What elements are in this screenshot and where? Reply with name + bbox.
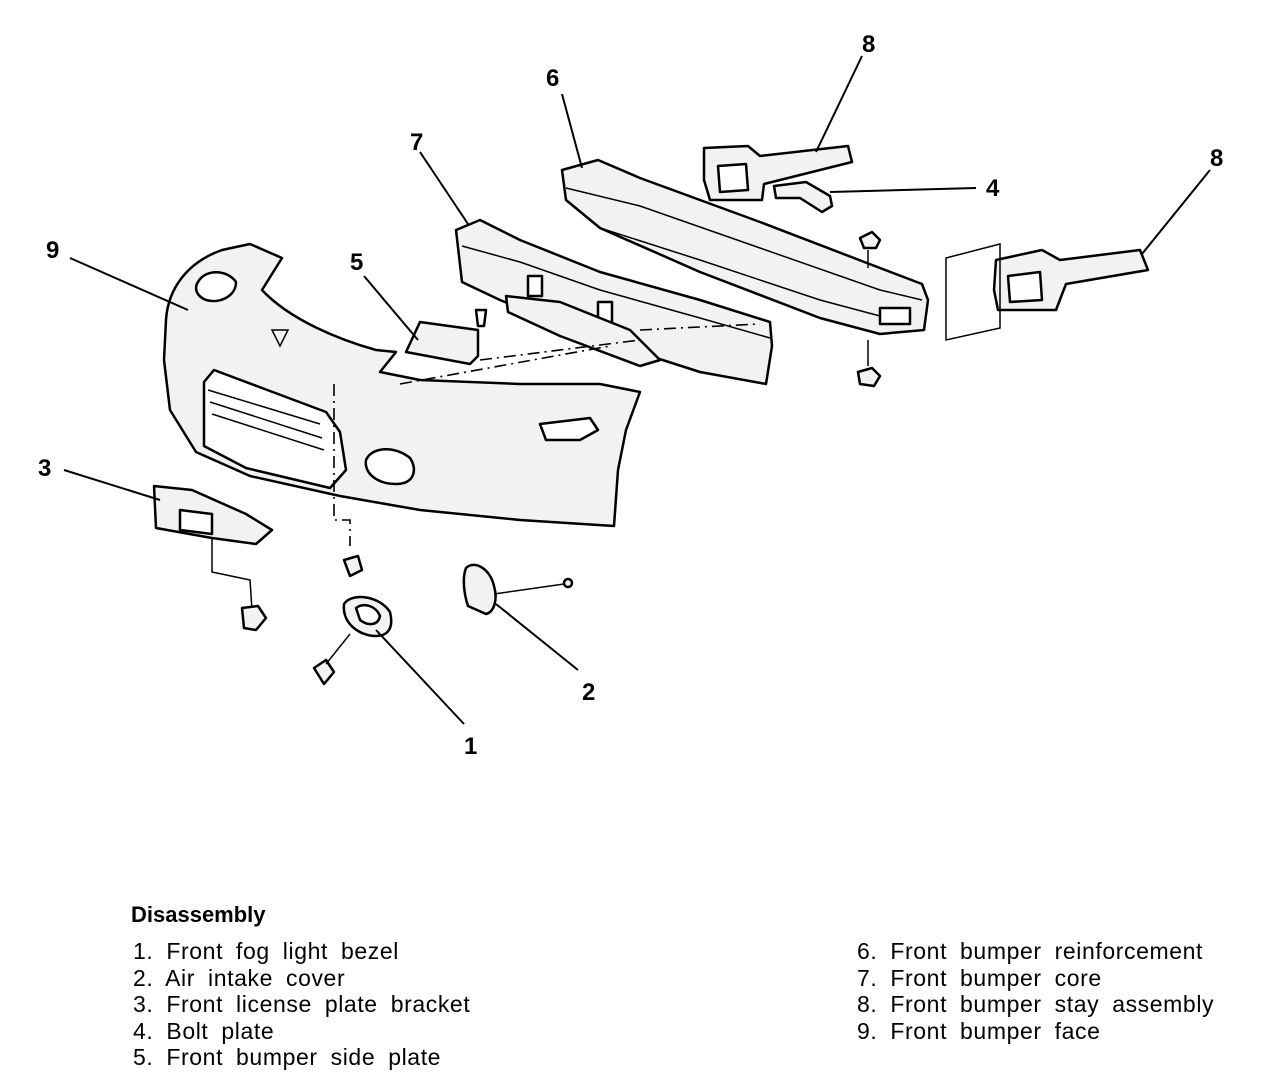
callout-8-top: 8 [862, 31, 875, 58]
bumper-core [454, 218, 774, 386]
legend-right-column: 6. Front bumper reinforcement 7. Front b… [857, 938, 1214, 1044]
legend-item: 6. Front bumper reinforcement [857, 938, 1204, 964]
legend-item: 7. Front bumper core [857, 964, 1102, 991]
callouts: 1 2 3 4 5 6 7 8 8 9 [38, 31, 1223, 760]
legend-item: 4. Bolt plate [133, 1017, 275, 1044]
leader-lines [63, 55, 1211, 725]
legend-title: Disassembly [131, 902, 266, 927]
legend-item: 9. Front bumper face [857, 1017, 1101, 1044]
callout-3: 3 [38, 455, 51, 482]
legend-left-column: 1. Front fog light bezel 2. Air intake c… [133, 938, 470, 1071]
legend-item: 2. Air intake cover [133, 964, 346, 991]
exploded-bumper-diagram: 1 2 3 4 5 6 7 8 8 9 [38, 31, 1223, 760]
bumper-stay-assembly-lower [945, 243, 1150, 341]
bumper-reinforcement [560, 158, 930, 336]
callout-4: 4 [986, 175, 1000, 202]
air-intake-cover [462, 563, 574, 616]
callout-2: 2 [582, 679, 595, 706]
callout-5: 5 [350, 249, 363, 276]
bumper-stay-assembly-upper [702, 144, 854, 202]
legend-item: 8. Front bumper stay assembly [857, 991, 1215, 1017]
callout-1: 1 [464, 733, 477, 760]
fog-light-bezel [312, 595, 393, 686]
callout-8-right: 8 [1210, 145, 1223, 172]
license-plate-bracket [152, 484, 274, 632]
bumper-face [162, 242, 642, 528]
bumper-side-plate [404, 308, 488, 366]
callout-9: 9 [46, 237, 59, 264]
legend-item: 3. Front license plate bracket [133, 991, 471, 1017]
assembly-lines [333, 323, 761, 546]
bolt-plate [772, 180, 834, 214]
fasteners [342, 230, 882, 578]
legend-item: 5. Front bumper side plate [133, 1044, 442, 1070]
callout-6: 6 [546, 65, 559, 92]
callout-7: 7 [410, 129, 423, 156]
legend-item: 1. Front fog light bezel [133, 938, 399, 964]
